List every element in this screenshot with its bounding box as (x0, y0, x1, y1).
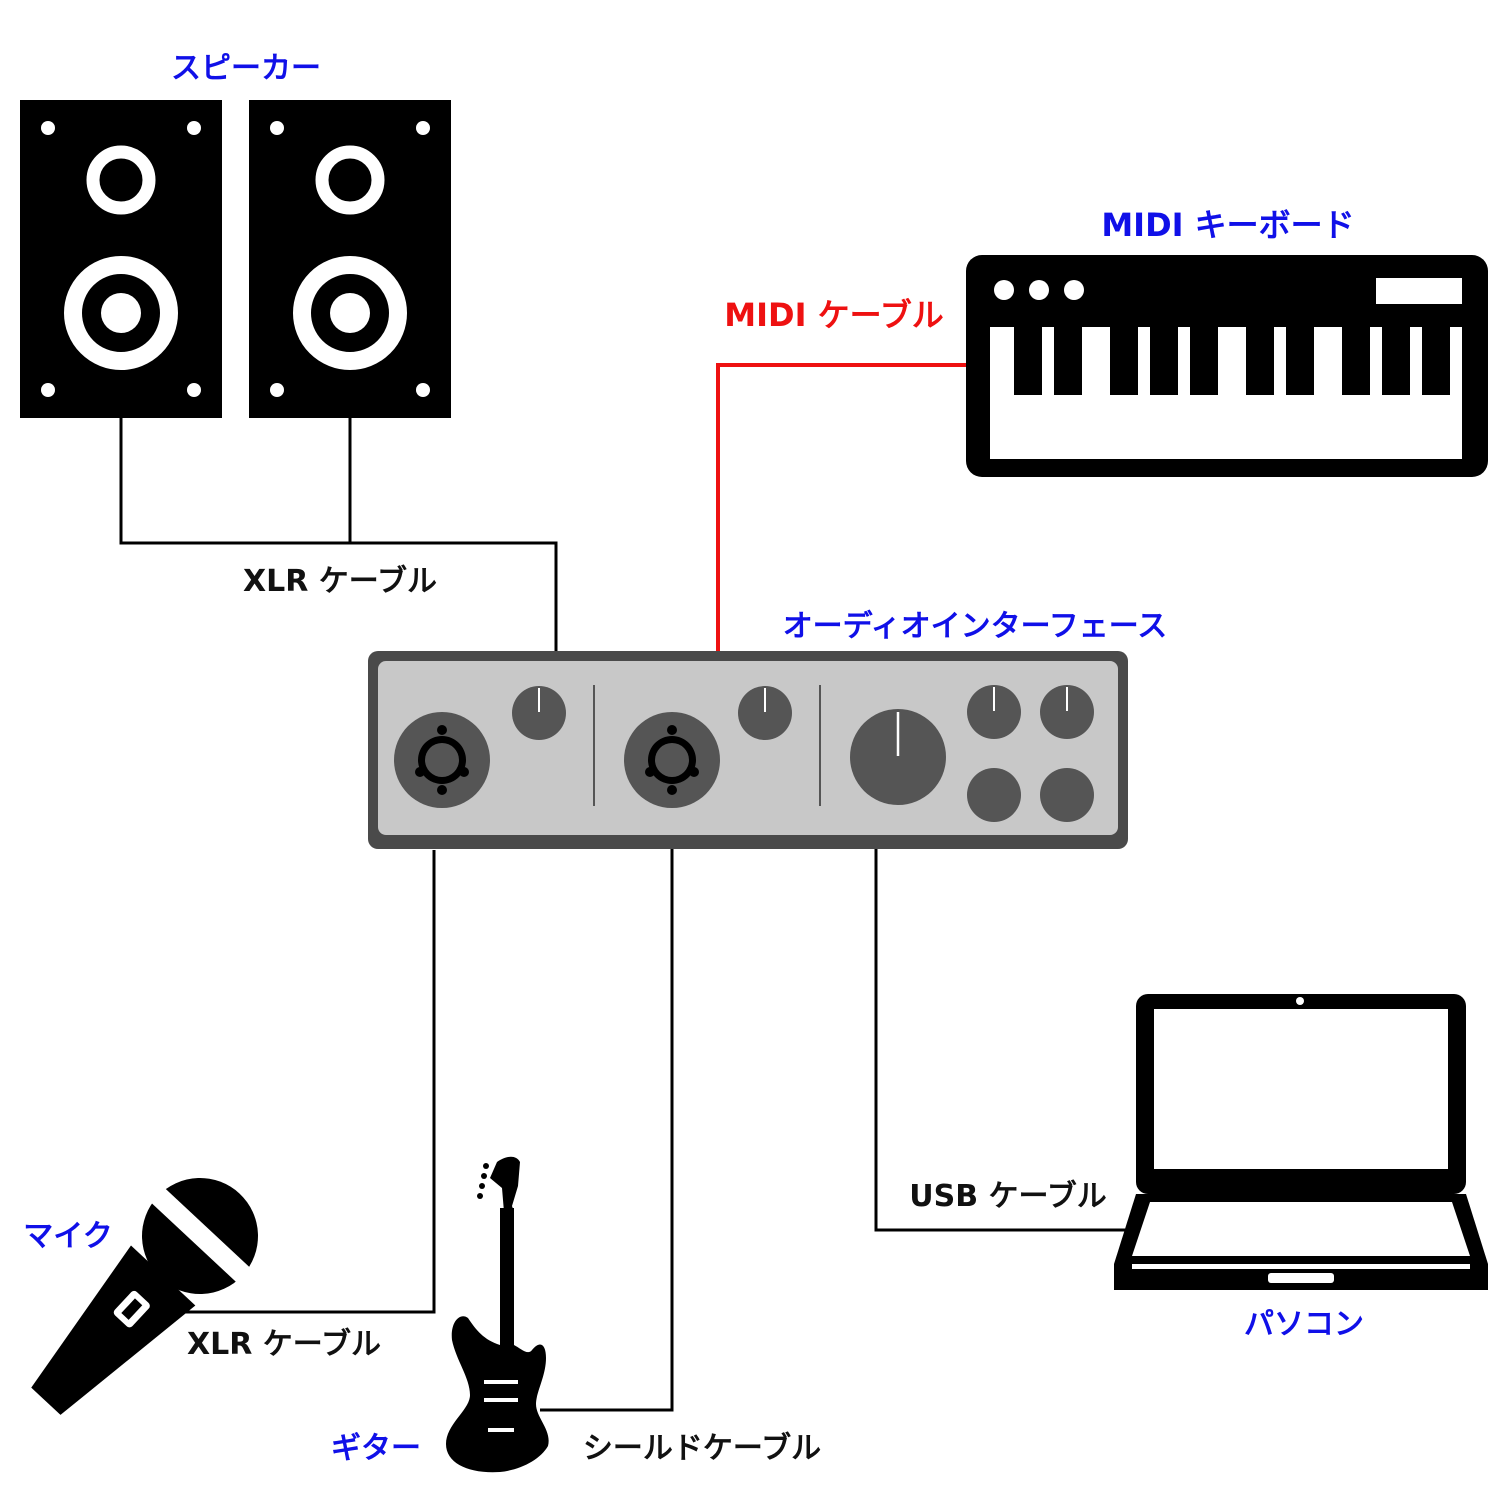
audio-interface-icon (368, 651, 1128, 849)
guitar-icon (446, 1156, 549, 1473)
audio-interface-label: オーディオインターフェース (783, 609, 1168, 644)
shield-cable (540, 846, 674, 1412)
labels: スピーカー MIDI キーボード MIDI ケーブル XLR ケーブル オーディ… (23, 51, 1364, 1466)
mic-label: マイク (23, 1219, 112, 1254)
button-2 (1040, 768, 1094, 822)
main-volume-knob (850, 709, 946, 805)
usb-cable-label: USB ケーブル (909, 1179, 1106, 1214)
xlr-cable-speakers-label: XLR ケーブル (243, 564, 437, 599)
speaker-left (20, 100, 222, 418)
tweeter (315, 145, 385, 215)
woofer (293, 256, 407, 370)
pc-label: パソコン (1244, 1307, 1364, 1342)
midi-cable (716, 363, 966, 652)
tweeter (86, 145, 156, 215)
speaker-label: スピーカー (171, 51, 321, 86)
xlr-cable-mic (168, 850, 436, 1314)
usb-cable (874, 838, 1128, 1232)
guitar-label: ギター (331, 1431, 421, 1466)
midi-keyboard-label: MIDI キーボード (1101, 206, 1354, 244)
speaker-right (249, 100, 451, 418)
gain-knob-2 (738, 686, 792, 740)
shield-cable-label: シールドケーブル (583, 1431, 821, 1466)
button-1 (967, 768, 1021, 822)
laptop-icon (1114, 994, 1488, 1290)
gain-knob-1 (512, 686, 566, 740)
monitor-knob-2 (1040, 685, 1094, 739)
midi-cable-label: MIDI ケーブル (724, 296, 943, 334)
woofer (64, 256, 178, 370)
cables (119, 363, 1128, 1412)
midi-keyboard-icon (966, 255, 1488, 477)
black-keys (1014, 327, 1450, 395)
monitor-knob-1 (967, 685, 1021, 739)
xlr-cable-mic-label: XLR ケーブル (187, 1327, 381, 1362)
microphone-icon (31, 1178, 258, 1415)
xlr-cable-speakers (119, 418, 558, 652)
